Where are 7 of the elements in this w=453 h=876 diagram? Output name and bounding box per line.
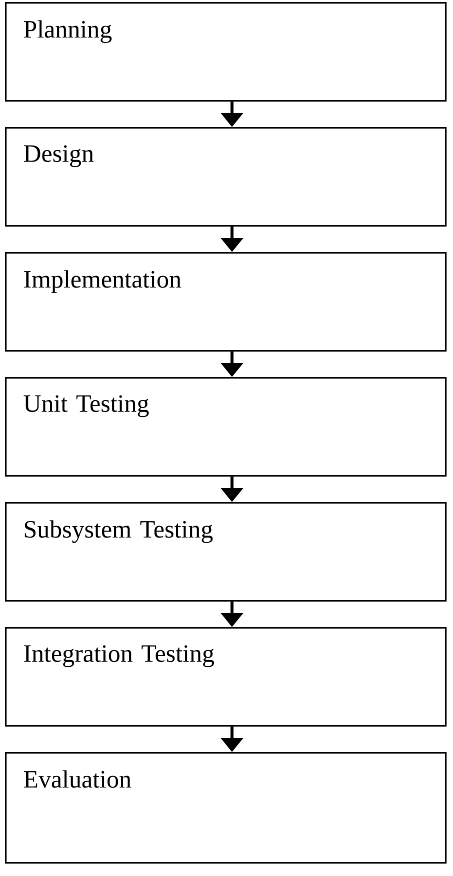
process-box: Subsystem Testing [5,502,447,602]
process-box: Planning [5,2,447,102]
process-box: Implementation [5,252,447,352]
process-box: Unit Testing [5,377,447,477]
process-box: Evaluation [5,752,447,864]
process-box: Design [5,127,447,227]
process-box: Integration Testing [5,627,447,727]
